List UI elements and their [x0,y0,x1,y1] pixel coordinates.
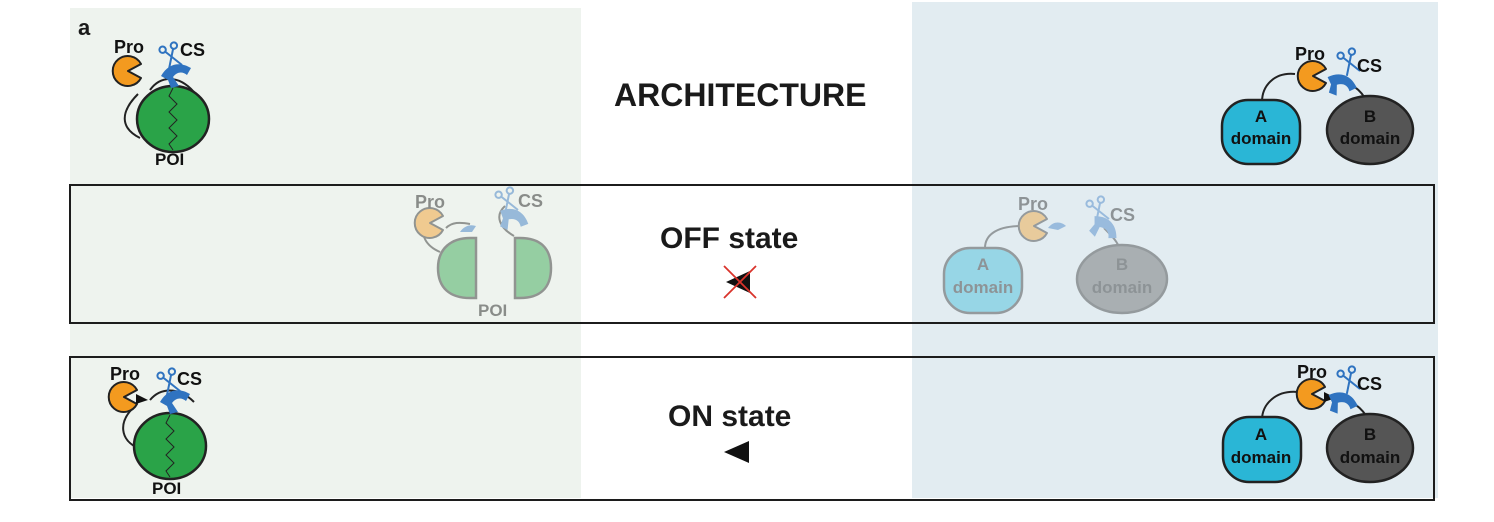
a-domain-label-2: domain [1231,448,1291,467]
protease-icon [107,381,138,413]
pro-label: Pro [114,37,144,57]
on-state-split-construct: Pro CS A domain B domain [1221,362,1415,484]
a-domain-label-1: A [977,255,989,274]
pro-label: Pro [1295,44,1325,64]
on-state-title: ON state [668,400,792,433]
cs-label: CS [518,191,543,211]
crossed-arrow-icon [723,265,757,299]
architecture-split-construct: Pro CS A domain B domain [1220,44,1415,166]
protease-icon [413,207,444,239]
b-domain-label-1: B [1116,255,1128,274]
cs-label: CS [1357,56,1382,76]
b-domain-label-2: domain [1340,448,1400,467]
protease-icon [1295,378,1326,410]
off-state-title: OFF state [660,222,799,255]
a-domain-label-1: A [1255,425,1267,444]
poi-label: POI [152,479,181,498]
off-state-band [69,184,1435,324]
b-domain-label-1: B [1364,107,1376,126]
pro-label: Pro [110,364,140,384]
protease-icon [1017,210,1048,242]
cs-label: CS [177,369,202,389]
protease-icon [111,55,142,87]
b-domain-label-2: domain [1340,129,1400,148]
b-domain-label-2: domain [1092,278,1152,297]
a-domain-label-1: A [1255,107,1267,126]
off-state-split-construct: Pro CS A domain B domain [942,194,1169,315]
off-state-poi-construct: Pro CS POI [413,185,553,320]
cs-label: CS [1110,205,1135,225]
pro-label: Pro [415,192,445,212]
a-domain-label-2: domain [953,278,1013,297]
cs-label: CS [1357,374,1382,394]
panel-label: a [78,15,91,40]
poi-label: POI [155,150,184,169]
poi-label: POI [478,301,507,320]
pro-label: Pro [1018,194,1048,214]
a-domain-label-2: domain [1231,129,1291,148]
on-state-poi-construct: Pro CS POI [107,364,208,498]
cs-label: CS [180,40,205,60]
pro-label: Pro [1297,362,1327,382]
protease-icon [1296,60,1327,92]
architecture-poi-construct: Pro CS POI [111,37,211,169]
b-domain-label-1: B [1364,425,1376,444]
arrow-icon [724,441,749,463]
cleavage-site-icon [160,390,190,414]
on-state-band [69,356,1435,501]
architecture-title: ARCHITECTURE [614,77,867,113]
